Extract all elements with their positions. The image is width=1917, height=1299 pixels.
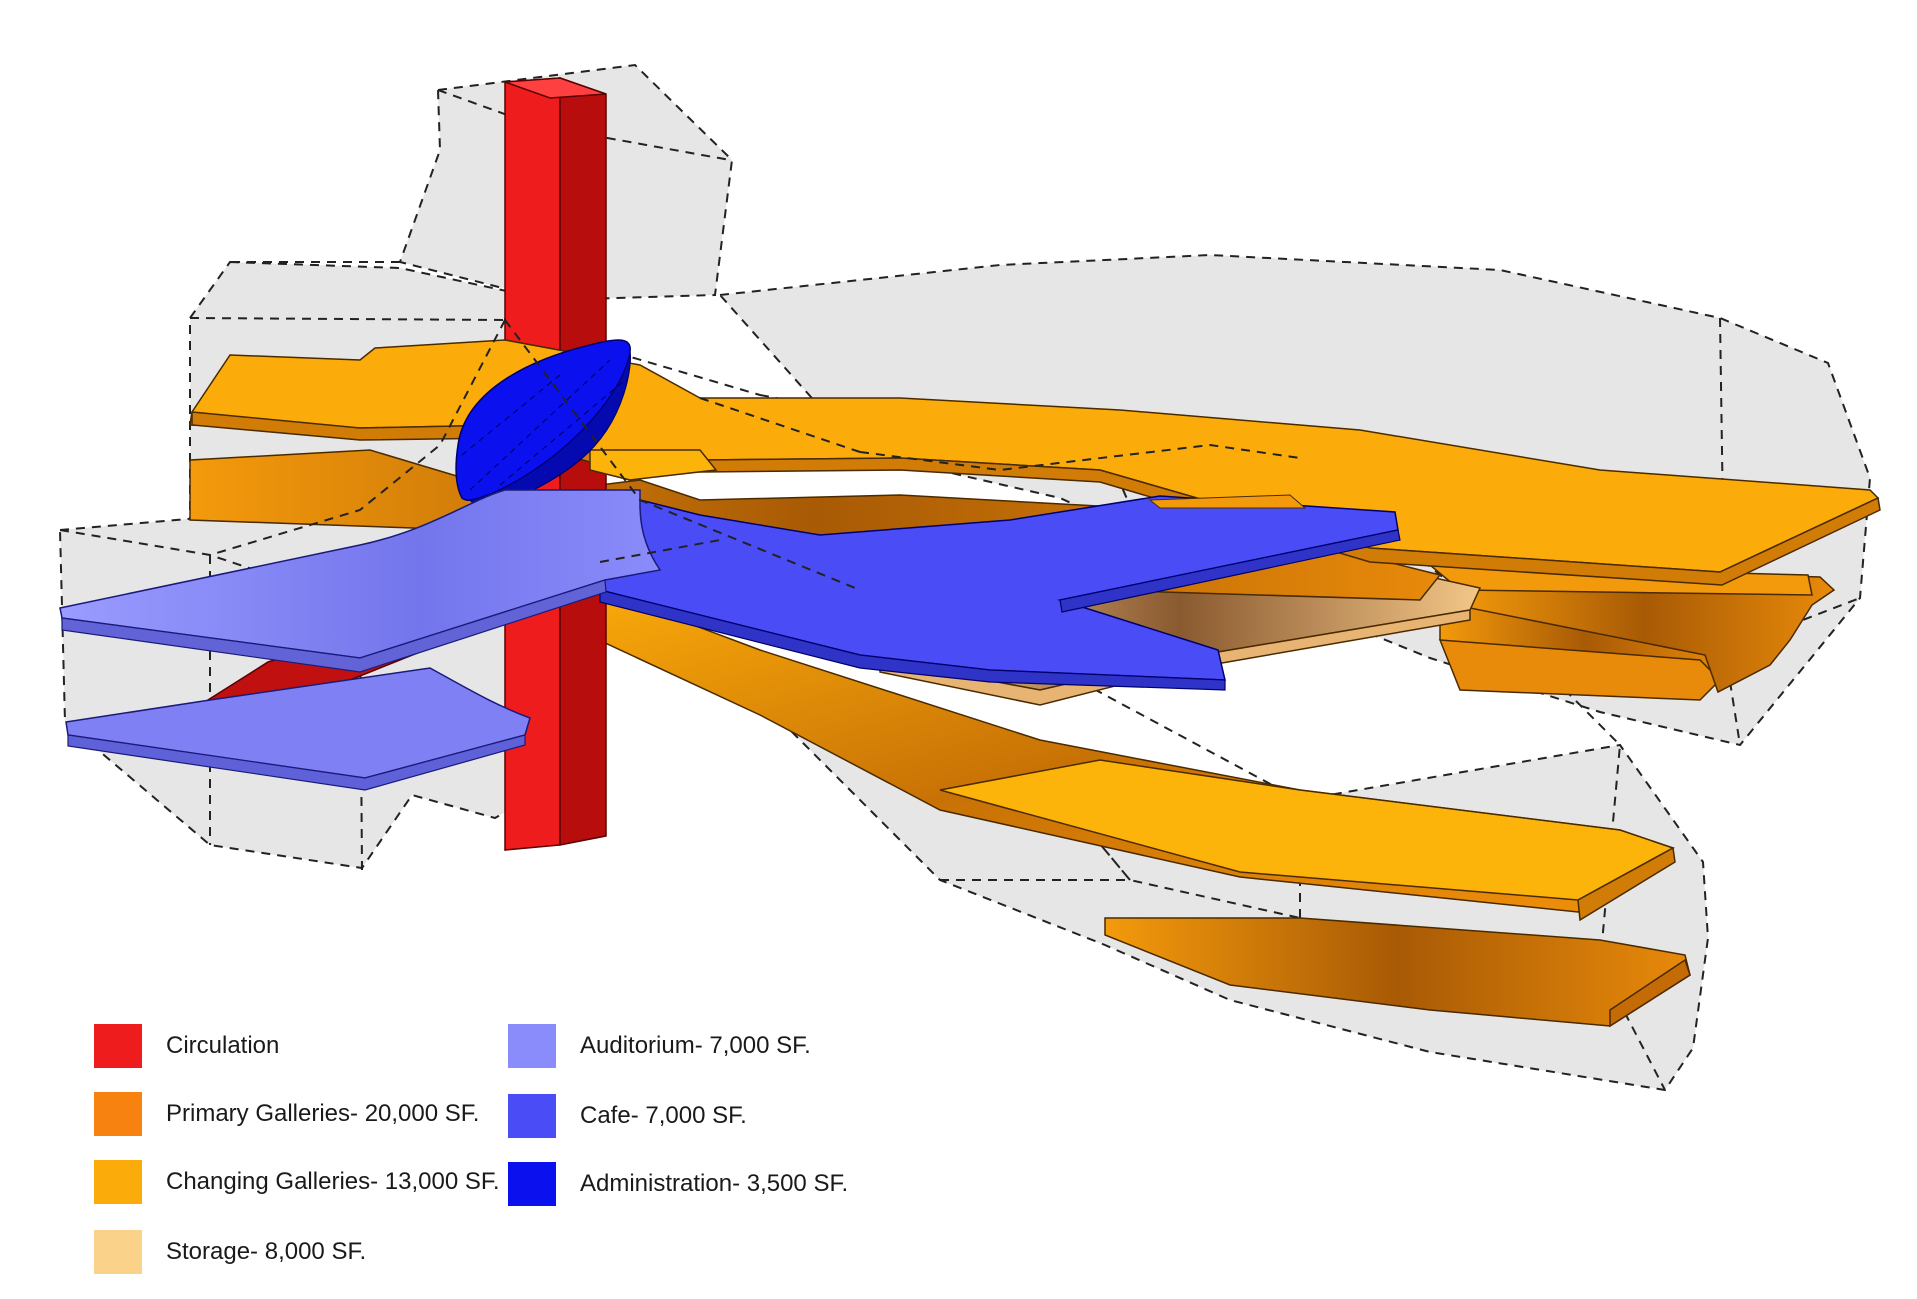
cafe [599,494,1401,691]
circulation-tower-top [504,77,607,99]
auditorium-upper-slab [59,489,662,659]
legend-swatch [94,1024,142,1068]
gallery-slab-upper-notch [589,449,718,481]
legend-label: Primary Galleries- 20,000 SF. [166,1100,480,1127]
gallery-block-right-3 [1454,564,1836,694]
legend-swatch [508,1024,556,1068]
legend-swatch [94,1092,142,1136]
legend-swatch [508,1162,556,1206]
cafe-orange-notch [1148,494,1307,509]
legend-swatch [94,1160,142,1204]
legend-label: Storage- 8,000 SF. [166,1238,367,1265]
primary-galleries-right [1427,564,1836,701]
envelope-overlay-lines [209,319,1301,591]
legend-swatch [94,1230,142,1274]
administration-wire [461,359,626,491]
legend-label: Administration- 3,500 SF. [580,1170,849,1197]
auditorium-lower-slab [65,667,531,779]
auditorium-lower-slab-edge [67,734,526,791]
auditorium [59,489,662,791]
cafe-slab-edge [599,589,1226,691]
legend-label: Cafe- 7,000 SF. [580,1102,747,1129]
cafe-slab-edge-right [1059,529,1401,613]
gallery-slab-lower-long-top [939,759,1675,901]
circulation-tower [197,76,607,851]
legend-label: Changing Galleries- 13,000 SF. [166,1168,500,1195]
auditorium-upper-slab-edge [61,579,607,673]
legend-label: Circulation [166,1032,280,1059]
gallery-block-right-2 [1438,639,1722,701]
gallery-slab-lower-long-edge [1577,846,1676,922]
changing-galleries-lower [544,589,1691,1028]
legend-label: Auditorium- 7,000 SF. [580,1032,811,1059]
legend-swatch [508,1094,556,1138]
gallery-slab-lower-bottom-edge [1609,958,1691,1028]
